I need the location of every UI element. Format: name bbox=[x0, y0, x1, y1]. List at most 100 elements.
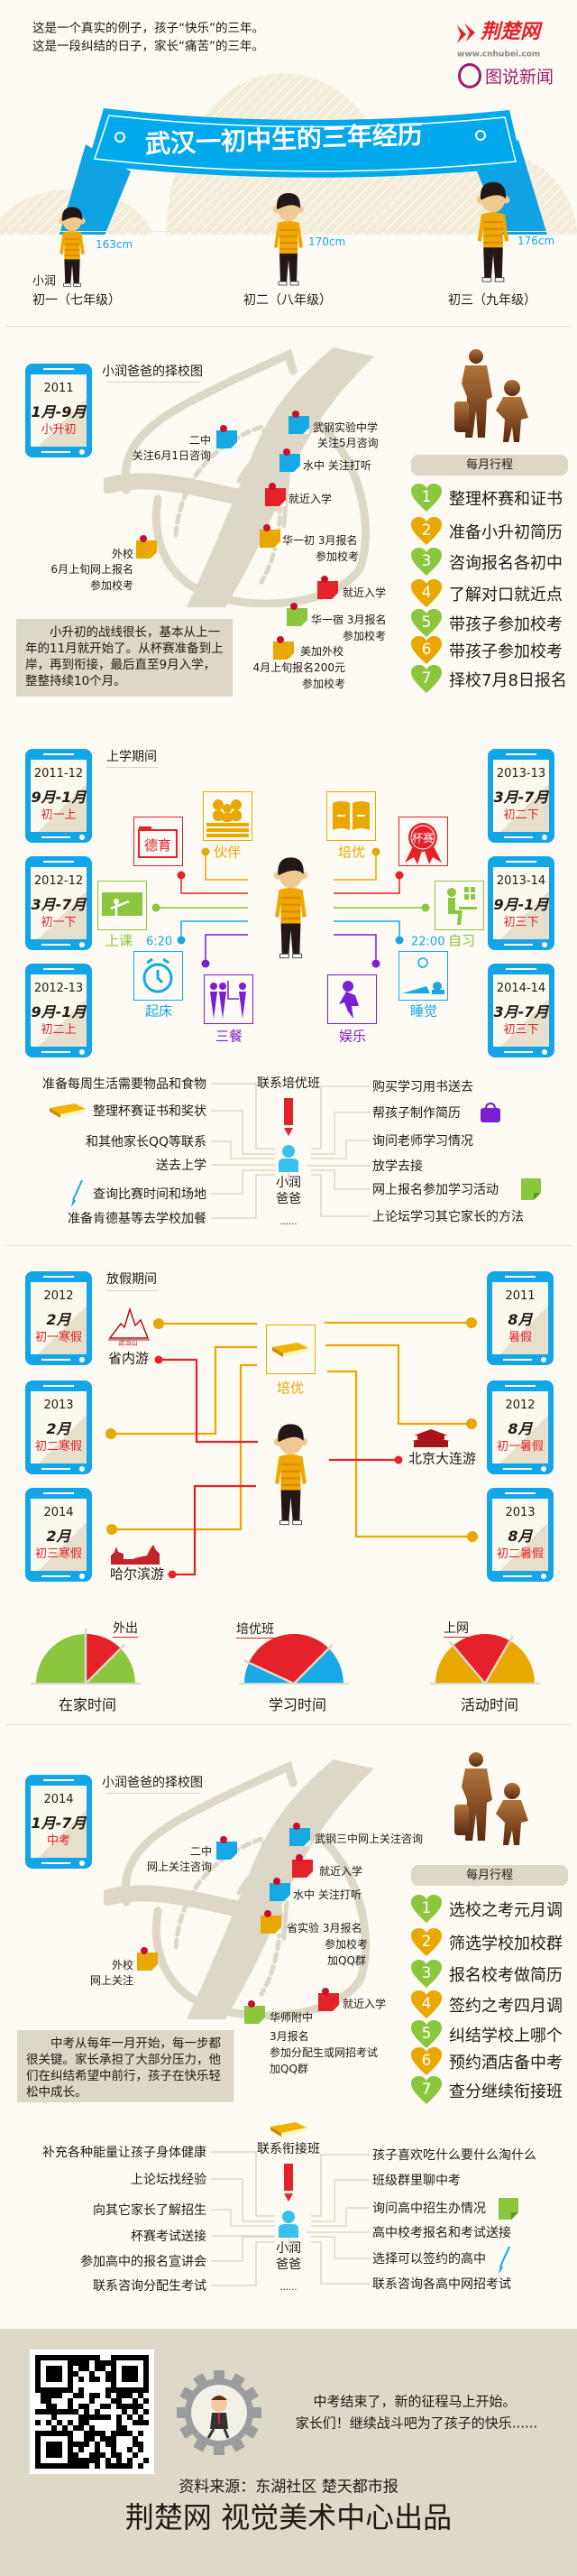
schedule-item: 选校之考元月调 bbox=[449, 1901, 563, 1920]
heart-number-icon: 2 bbox=[411, 517, 442, 546]
study-desk-icon bbox=[435, 882, 483, 933]
gauge-chart bbox=[430, 1634, 540, 1685]
map-pin-label: 关注5月咨询 bbox=[317, 437, 379, 449]
parent-task-right: 联系咨询各高中网招考试 bbox=[372, 2277, 511, 2292]
tablet-button bbox=[79, 1466, 85, 1472]
tablet-year: 2011 bbox=[43, 382, 74, 395]
tablet-months: 2月 bbox=[46, 1420, 71, 1437]
map-pin-note bbox=[317, 576, 338, 599]
person-label: 小润 bbox=[276, 1176, 301, 1190]
tablet-speaker bbox=[505, 1492, 536, 1494]
parent-task-right: 放学去接 bbox=[372, 1159, 423, 1174]
tablet-speaker bbox=[43, 1492, 74, 1494]
tablet-speaker bbox=[506, 861, 536, 863]
more-ellipsis: ...... bbox=[279, 2283, 298, 2293]
tablet-screen bbox=[31, 974, 87, 1047]
alarm-clock-icon bbox=[134, 952, 182, 1003]
sleep-time: 22:00 bbox=[411, 935, 445, 949]
tablet-screen bbox=[31, 1499, 87, 1571]
schedule-item: 预约酒店备中考 bbox=[449, 2054, 563, 2073]
schedule-item: 带孩子参加校考 bbox=[449, 642, 563, 661]
grade-label: 初二（八年级） bbox=[243, 293, 332, 308]
person-label: 小润 bbox=[276, 2241, 301, 2256]
parent-task-left: 准备每周生活需要物品和食物 bbox=[42, 1077, 206, 1092]
tablet-year: 2012 bbox=[43, 1289, 74, 1303]
section-divider bbox=[5, 1724, 572, 1725]
trip-label: 哈尔滨游 bbox=[110, 1565, 165, 1583]
tablet-stage: 初一上 bbox=[41, 808, 77, 822]
tablet-home-bar bbox=[503, 1575, 532, 1577]
tablet-speaker bbox=[43, 968, 74, 970]
grade-label: 初一（七年级） bbox=[32, 293, 121, 308]
gauge-divider bbox=[243, 1659, 295, 1685]
parent-task-right: 询问高中招生办情况 bbox=[372, 2202, 486, 2216]
tablet-stage: 小升初 bbox=[41, 423, 77, 437]
tablet-screen bbox=[31, 867, 87, 939]
map-pin-label: 参加校考 bbox=[301, 678, 345, 690]
tablet-speaker bbox=[506, 753, 536, 755]
heart-number: 1 bbox=[421, 488, 432, 506]
brush-icon bbox=[498, 2246, 510, 2274]
schedule-item: 咨询报名各初中 bbox=[449, 554, 563, 573]
svg-text:杯赛: 杯赛 bbox=[412, 831, 434, 845]
parent-task-right: 孩子喜欢吃什么要什么淘什么 bbox=[372, 2148, 536, 2163]
tablet-stage: 初一暑假 bbox=[496, 1440, 544, 1454]
center-task-label: 联系培优班 bbox=[257, 1076, 320, 1091]
map-pin-label: 参加分配生或网招考试 bbox=[270, 2046, 379, 2059]
section-divider bbox=[5, 326, 572, 327]
pushpin-icon bbox=[290, 603, 298, 610]
summary-text-box: 小升初的战线很长，基本从上一年的11月就开始了。从杯赛准备到上岸，再到衔接，最后… bbox=[16, 619, 233, 697]
activity-label: 起床 bbox=[144, 1002, 173, 1020]
parent-child-silhouette bbox=[451, 347, 536, 447]
monthly-schedule-header: 每月行程 bbox=[411, 1865, 568, 1886]
boy-center bbox=[266, 854, 316, 962]
wake-time: 6:20 bbox=[146, 935, 173, 949]
map-pin-label: 加QQ群 bbox=[327, 1954, 366, 1967]
height-label: 163cm bbox=[96, 238, 133, 251]
heart-number-icon: 3 bbox=[411, 548, 442, 577]
tablet-home-bar bbox=[41, 1051, 70, 1053]
tablet-speaker bbox=[43, 1276, 74, 1278]
tablet-home-bar bbox=[41, 1575, 70, 1577]
intro-line-2: 这是一段纠结的日子，家长“痛苦”的三年。 bbox=[32, 39, 264, 54]
schedule-item: 带孩子参加校考 bbox=[449, 615, 563, 634]
title-underline bbox=[106, 1793, 200, 1794]
activity-box bbox=[398, 951, 448, 1001]
parent-task-right: 购买学习用书送去 bbox=[372, 1080, 473, 1094]
map-title: 小润爸爸的择校图 bbox=[102, 365, 203, 379]
activity-box bbox=[133, 951, 183, 1001]
pushpin-icon bbox=[220, 425, 227, 432]
gauge-divider bbox=[293, 1643, 334, 1685]
map-pin-note bbox=[279, 448, 300, 472]
boy-center-holiday bbox=[266, 1420, 316, 1528]
title-underline bbox=[106, 382, 200, 383]
tablet-months: 3月-7月 bbox=[493, 1003, 549, 1020]
map-pin-label: 就近入学 bbox=[288, 493, 333, 505]
tablet-year: 2013-14 bbox=[496, 874, 546, 888]
book-icon bbox=[270, 2122, 307, 2137]
gauge-title: 在家时间 bbox=[58, 1696, 117, 1713]
tablet-months: 3月-7月 bbox=[493, 789, 549, 806]
parent-task-right: 帮孩子制作简历 bbox=[372, 1106, 461, 1121]
pushpin-icon bbox=[293, 1823, 300, 1830]
map-pin-label: 关注6月1日咨询 bbox=[132, 449, 211, 462]
heart-number-icon: 5 bbox=[411, 609, 442, 638]
boy-grade-9 bbox=[469, 175, 517, 289]
pushpin-icon bbox=[273, 1878, 280, 1885]
city-map bbox=[100, 346, 374, 608]
parent-child-silhouette bbox=[451, 1750, 536, 1850]
parent-task-left: 参加高中的报名宣讲会 bbox=[80, 2255, 206, 2269]
activity-box bbox=[203, 791, 252, 841]
friends-icon bbox=[204, 792, 252, 844]
tablet-home-bar bbox=[504, 836, 533, 838]
activity-label: 睡觉 bbox=[409, 1002, 438, 1020]
parent-task-left: 准备肯德基等去学校加餐 bbox=[68, 1212, 206, 1226]
section-title: 放假期间 bbox=[106, 1272, 157, 1287]
heart-number: 5 bbox=[421, 2025, 432, 2043]
schedule-item: 查分继续衔接班 bbox=[449, 2082, 563, 2101]
study-book-box bbox=[266, 1325, 316, 1374]
